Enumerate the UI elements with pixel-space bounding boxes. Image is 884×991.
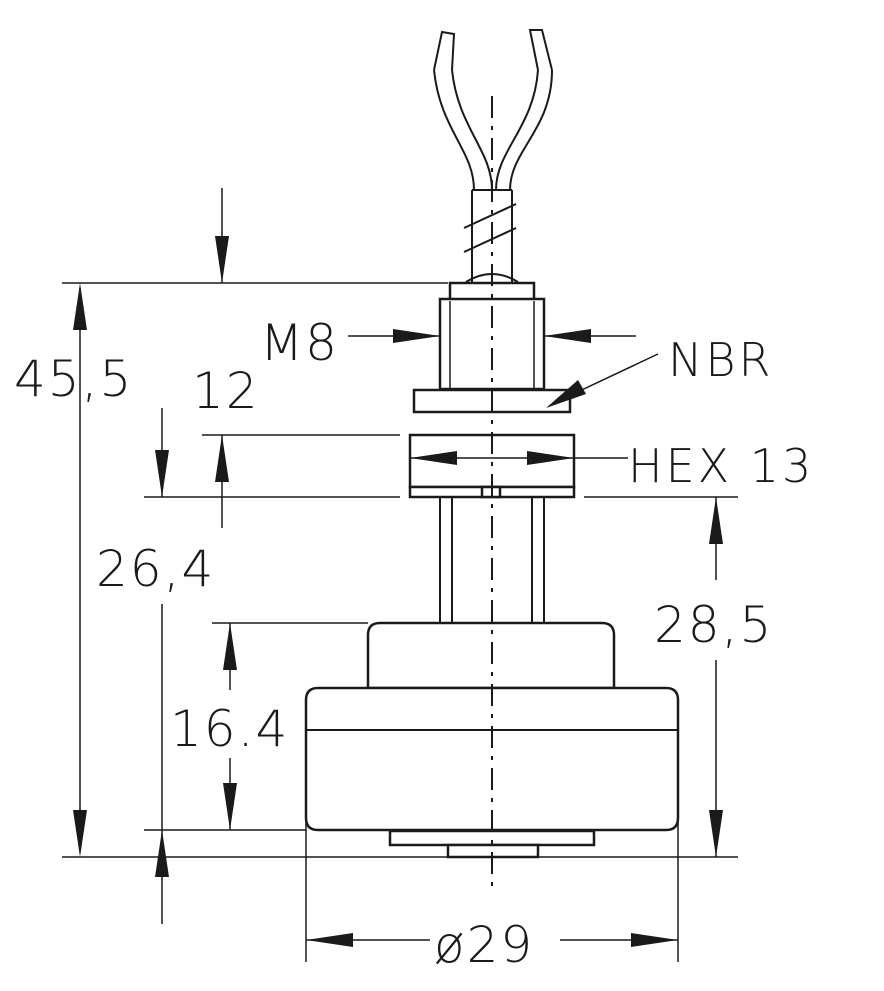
dim-hex-to-bottom-label: 28,5 bbox=[654, 596, 773, 654]
cable-wires bbox=[433, 29, 553, 191]
dim-hex-to-bottom bbox=[709, 497, 723, 857]
extension-lines bbox=[62, 282, 738, 962]
dim-thread-length-label: 12 bbox=[192, 362, 260, 420]
dim-thread bbox=[348, 329, 636, 343]
dim-overall-height-label: 45,5 bbox=[14, 350, 133, 408]
guide-tube bbox=[439, 497, 545, 623]
dim-diameter bbox=[306, 933, 678, 947]
dim-diameter-label: ø29 bbox=[434, 916, 534, 974]
dim-float-height bbox=[223, 623, 237, 830]
nbr-label: NBR bbox=[668, 333, 774, 387]
dim-hex bbox=[410, 451, 628, 465]
dim-thread-length bbox=[215, 188, 229, 528]
dim-overall-height bbox=[73, 283, 87, 857]
nbr-leader bbox=[546, 353, 659, 408]
hex-label: HEX 13 bbox=[628, 439, 814, 493]
dim-float-height-label: 16.4 bbox=[170, 700, 289, 758]
dim-mount-to-base-label: 26,4 bbox=[96, 540, 215, 598]
dim-thread-label: M8 bbox=[260, 314, 339, 372]
dim-mount-to-base bbox=[155, 408, 169, 924]
